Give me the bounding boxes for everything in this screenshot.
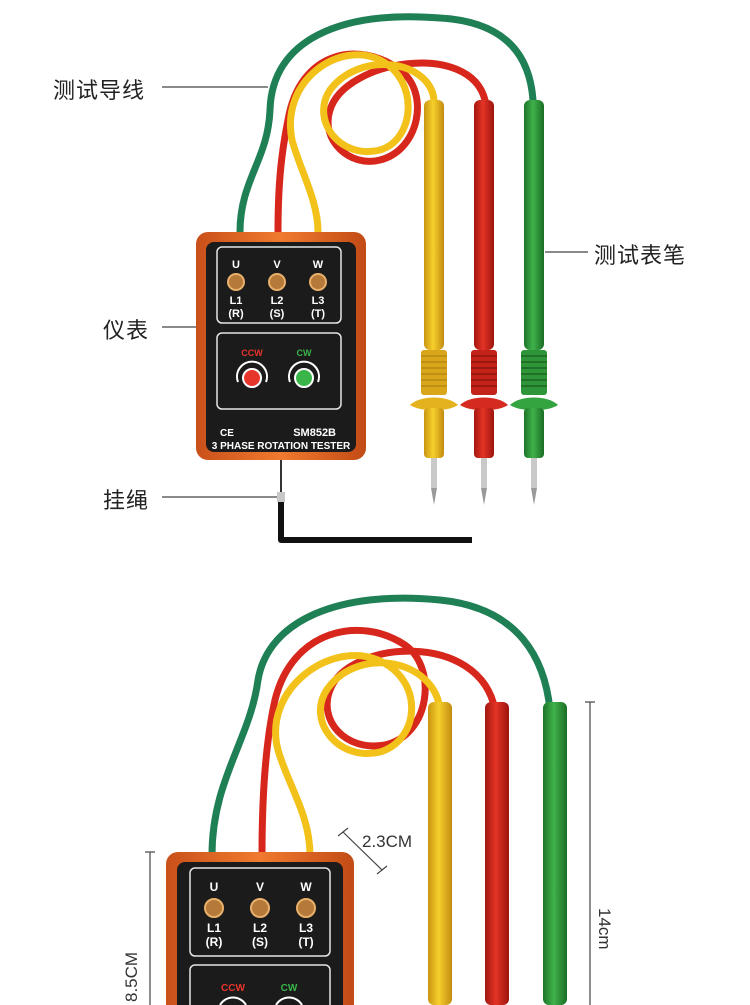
phase-t-label: (T): [311, 308, 325, 320]
dimension-width: 2.3CM: [362, 832, 413, 851]
probe-red: [460, 100, 508, 505]
meter-text-bottom: U V W L1 L2 L3 (R) (S) (T) CCW CW: [206, 880, 314, 994]
product-name-label: 3 PHASE ROTATION TESTER: [212, 441, 351, 452]
ce-mark: CE: [220, 428, 234, 439]
phase-r-label-bottom: (R): [206, 935, 223, 949]
callout-test-probes: 测试表笔: [594, 244, 687, 269]
line-l2-label-bottom: L2: [253, 921, 267, 935]
phase-r-label: (R): [228, 308, 244, 320]
callout-test-leads: 测试导线: [53, 79, 146, 104]
dimension-lines: [145, 701, 595, 1005]
meter-text-top: U V W L1 L2 L3 (R) (S) (T) CCW CW CE SM8…: [212, 259, 351, 452]
terminal-v-label: V: [273, 259, 281, 271]
lanyard-cord: [277, 460, 472, 543]
test-leads-wires: [236, 13, 537, 236]
model-label: SM852B: [293, 427, 336, 439]
test-leads-wires-bottom: [208, 594, 554, 859]
ccw-label-bottom: CCW: [221, 983, 245, 994]
line-l1-label-bottom: L1: [207, 921, 221, 935]
probes-bottom: [428, 702, 567, 1005]
ccw-label: CCW: [241, 348, 263, 358]
line-l1-label: L1: [230, 295, 243, 307]
meter-body-bottom: [166, 852, 354, 1005]
line-l3-label: L3: [312, 295, 325, 307]
probe-green: [510, 100, 558, 505]
line-l3-label-bottom: L3: [299, 921, 313, 935]
dimension-height: 8.5CM: [122, 951, 141, 1002]
cw-label-bottom: CW: [281, 983, 298, 994]
phase-s-label: (S): [270, 308, 285, 320]
terminal-v-label-bottom: V: [256, 880, 264, 894]
terminal-w-label: W: [313, 259, 324, 271]
callout-lines: [162, 86, 588, 498]
meter-body: [196, 232, 366, 460]
line-l2-label: L2: [271, 295, 284, 307]
terminal-u-label: U: [232, 259, 240, 271]
callout-meter: 仪表: [103, 319, 150, 344]
dimension-length: 14cm: [595, 908, 614, 950]
terminal-w-label-bottom: W: [300, 880, 312, 894]
phase-s-label-bottom: (S): [252, 935, 268, 949]
cw-label: CW: [297, 348, 312, 358]
terminal-u-label-bottom: U: [210, 880, 219, 894]
callout-lanyard: 挂绳: [103, 489, 150, 514]
probe-yellow: [410, 100, 458, 505]
phase-t-label-bottom: (T): [298, 935, 313, 949]
